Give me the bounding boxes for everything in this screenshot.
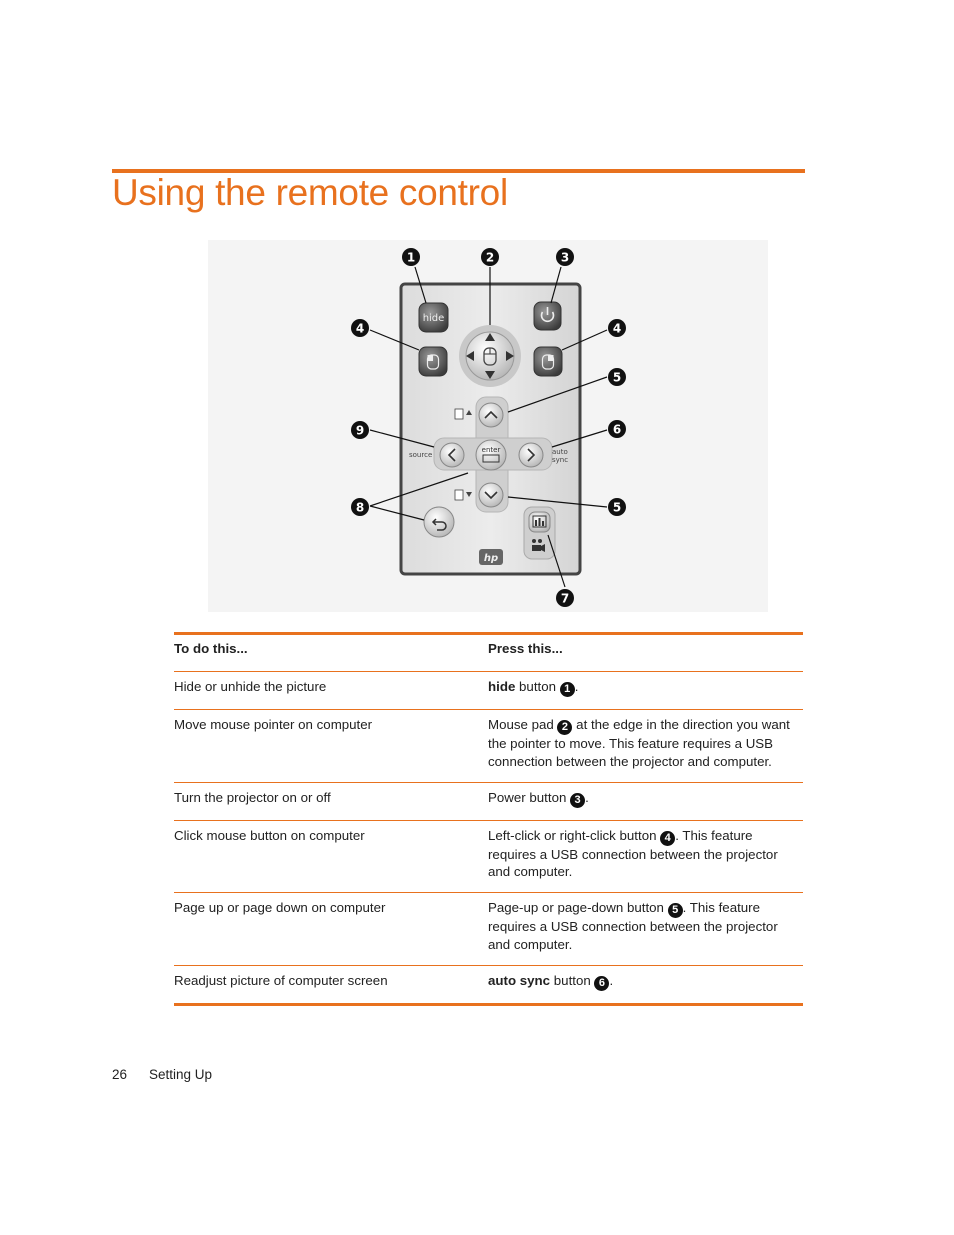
svg-text:5: 5 (613, 371, 621, 385)
action-cell: Move mouse pointer on computer (174, 709, 488, 783)
page-title: Using the remote control (112, 172, 508, 213)
svg-text:1: 1 (407, 251, 415, 265)
svg-text:2: 2 (486, 251, 494, 265)
right-click-button (533, 346, 563, 377)
page-footer: 26 Setting Up (112, 1067, 212, 1082)
mouse-icon (483, 347, 497, 366)
callout-ref: 1 (559, 682, 575, 698)
sync-label: sync (552, 456, 568, 464)
callout-3: 3 (556, 248, 574, 266)
callout-7: 7 (556, 589, 574, 607)
remote-control-figure: hide (208, 240, 768, 612)
action-cell: Hide or unhide the picture (174, 671, 488, 711)
action-cell: Click mouse button on computer (174, 820, 488, 894)
chevron-down-icon (484, 491, 498, 500)
press-cell: Left-click or right-click button 4. This… (488, 820, 803, 894)
callout-8: 8 (351, 498, 369, 516)
action-cell: Turn the projector on or off (174, 782, 488, 821)
video-camera-icon (532, 539, 545, 552)
press-cell: hide button 1. (488, 671, 803, 711)
table-row: Page up or page down on computer Page-up… (174, 892, 803, 967)
svg-text:8: 8 (356, 501, 364, 515)
hide-button: hide (418, 302, 449, 333)
callout-9: 9 (351, 421, 369, 439)
chevron-right-icon (527, 448, 536, 462)
bold-term: hide (488, 679, 516, 695)
svg-text:6: 6 (613, 423, 621, 437)
svg-text:4: 4 (356, 322, 364, 336)
callout-ref: 6 (594, 976, 610, 992)
header-press: Press this... (488, 631, 803, 673)
page-number: 26 (112, 1067, 128, 1082)
header-to-do: To do this... (174, 631, 488, 673)
table-row: Hide or unhide the picture hide button 1… (174, 671, 803, 711)
left-mouse-icon (426, 354, 440, 370)
bar-chart-icon (532, 515, 547, 528)
page-up-icon (454, 408, 472, 420)
page-up-button (478, 402, 504, 428)
press-cell: Power button 3. (488, 782, 803, 821)
title-rule (112, 169, 805, 173)
callout-ref: 4 (660, 830, 676, 846)
table-row: Click mouse button on computer Left-clic… (174, 820, 803, 894)
svg-text:4: 4 (613, 322, 621, 336)
svg-text:7: 7 (561, 592, 569, 606)
right-mouse-icon (541, 354, 555, 370)
callout-5-top: 5 (608, 368, 626, 386)
table-row: Turn the projector on or off Power butto… (174, 782, 803, 821)
left-click-button (418, 346, 448, 377)
svg-text:9: 9 (356, 424, 364, 438)
callout-6: 6 (608, 420, 626, 438)
callout-5-bottom: 5 (608, 498, 626, 516)
enter-button: enter (475, 439, 507, 471)
hp-logo: hp (479, 549, 503, 565)
hide-button-label: hide (423, 313, 445, 324)
press-cell: Mouse pad 2 at the edge in the direction… (488, 709, 803, 783)
source-label: source (409, 451, 432, 459)
picture-mode-button (523, 506, 556, 560)
svg-text:hp: hp (484, 553, 498, 564)
table-row: Move mouse pointer on computer Mouse pad… (174, 709, 803, 783)
chevron-left-icon (447, 448, 456, 462)
table-header-row: To do this... Press this... (174, 631, 803, 673)
callout-1: 1 (402, 248, 420, 266)
remote-control-illustration: hide (208, 240, 768, 612)
power-button (533, 301, 562, 331)
callout-2: 2 (481, 248, 499, 266)
callout-4-right: 4 (608, 319, 626, 337)
back-button (423, 506, 455, 538)
page-down-icon (454, 489, 472, 501)
enter-icon (482, 454, 500, 463)
auto-sync-button (518, 442, 544, 468)
remote-functions-table: To do this... Press this... Hide or unhi… (174, 631, 803, 1007)
press-cell: Page-up or page-down button 5. This feat… (488, 892, 803, 967)
table-row: Readjust picture of computer screen auto… (174, 965, 803, 1007)
mouse-pad (459, 325, 521, 387)
section-name: Setting Up (149, 1067, 213, 1082)
callout-ref: 3 (570, 792, 586, 808)
auto-label: auto (552, 448, 568, 456)
power-icon (540, 307, 555, 323)
action-cell: Page up or page down on computer (174, 892, 488, 967)
enter-label: enter (482, 446, 501, 454)
action-cell: Readjust picture of computer screen (174, 965, 488, 1007)
svg-text:5: 5 (613, 501, 621, 515)
svg-text:3: 3 (561, 251, 569, 265)
callout-ref: 2 (557, 720, 573, 736)
bold-term: auto sync (488, 973, 551, 989)
callout-ref: 5 (667, 903, 683, 919)
press-cell: auto sync button 6. (488, 965, 803, 1007)
chevron-up-icon (484, 410, 498, 419)
page-down-button (478, 482, 504, 508)
callout-4-left: 4 (351, 319, 369, 337)
return-arrow-icon (433, 521, 447, 531)
callout-leader-lines (369, 266, 608, 588)
source-button (439, 442, 465, 468)
